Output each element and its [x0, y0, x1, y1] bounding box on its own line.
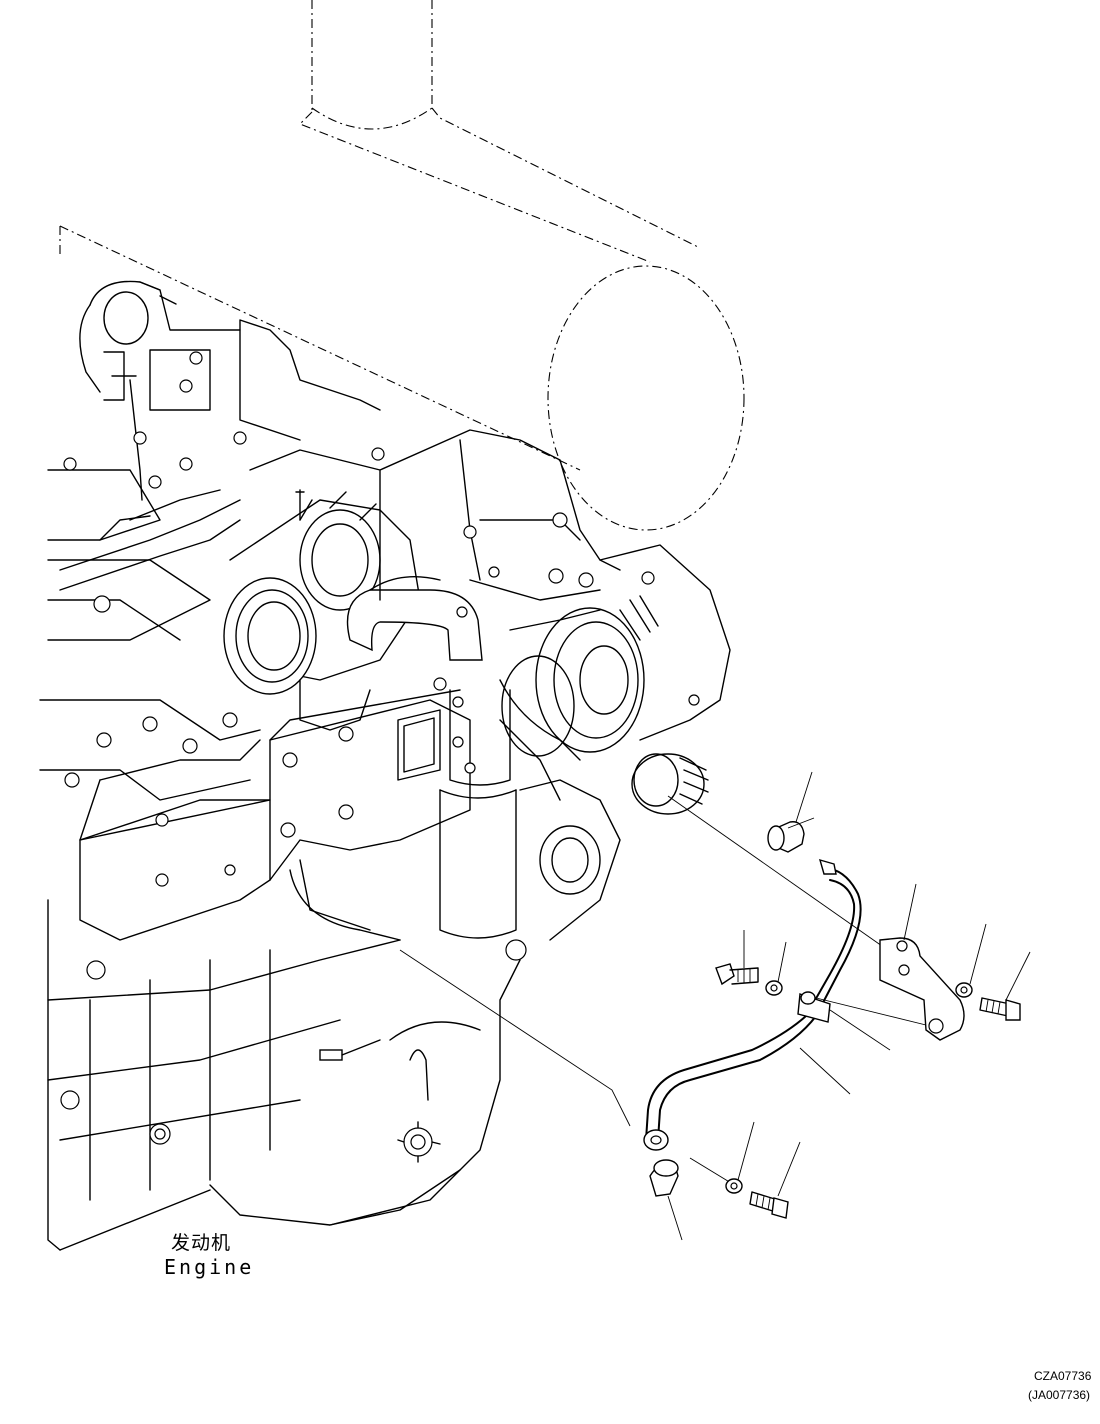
engine-label-english: Engine: [164, 1255, 255, 1279]
valve-cover-area: [59, 291, 621, 691]
engine-label-chinese: 发动机: [171, 1232, 232, 1254]
drawing-code-alt: (JA007736): [1028, 1388, 1091, 1402]
phantom-exhaust-muffler: [59, 0, 745, 531]
alternator: [499, 544, 731, 815]
leader-lines: [399, 795, 931, 1187]
exhaust-manifold: [60, 689, 471, 1145]
bracket: [879, 937, 965, 1041]
filter-column: [289, 689, 621, 961]
fasteners: [715, 963, 1021, 1219]
oil-pipe-assembly: [643, 817, 862, 1197]
callout-leaders: [667, 771, 1031, 1241]
engine-block: [39, 280, 521, 1251]
turbocharger: [223, 489, 483, 731]
drawing-code: CZA07736: [1034, 1369, 1092, 1383]
